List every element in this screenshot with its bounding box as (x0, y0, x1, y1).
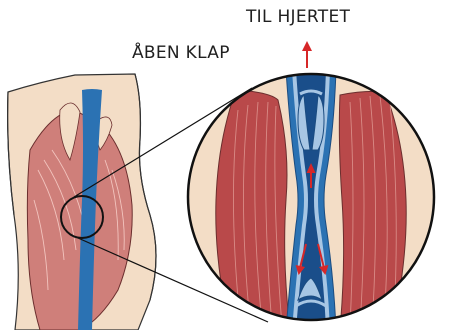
to-heart-label: TIL HJERTET (245, 7, 351, 27)
zoom-view (180, 70, 442, 330)
arrow-up-icon (302, 41, 312, 68)
open-valve-label: ÅBEN KLAP (132, 41, 230, 63)
leg (8, 74, 156, 330)
